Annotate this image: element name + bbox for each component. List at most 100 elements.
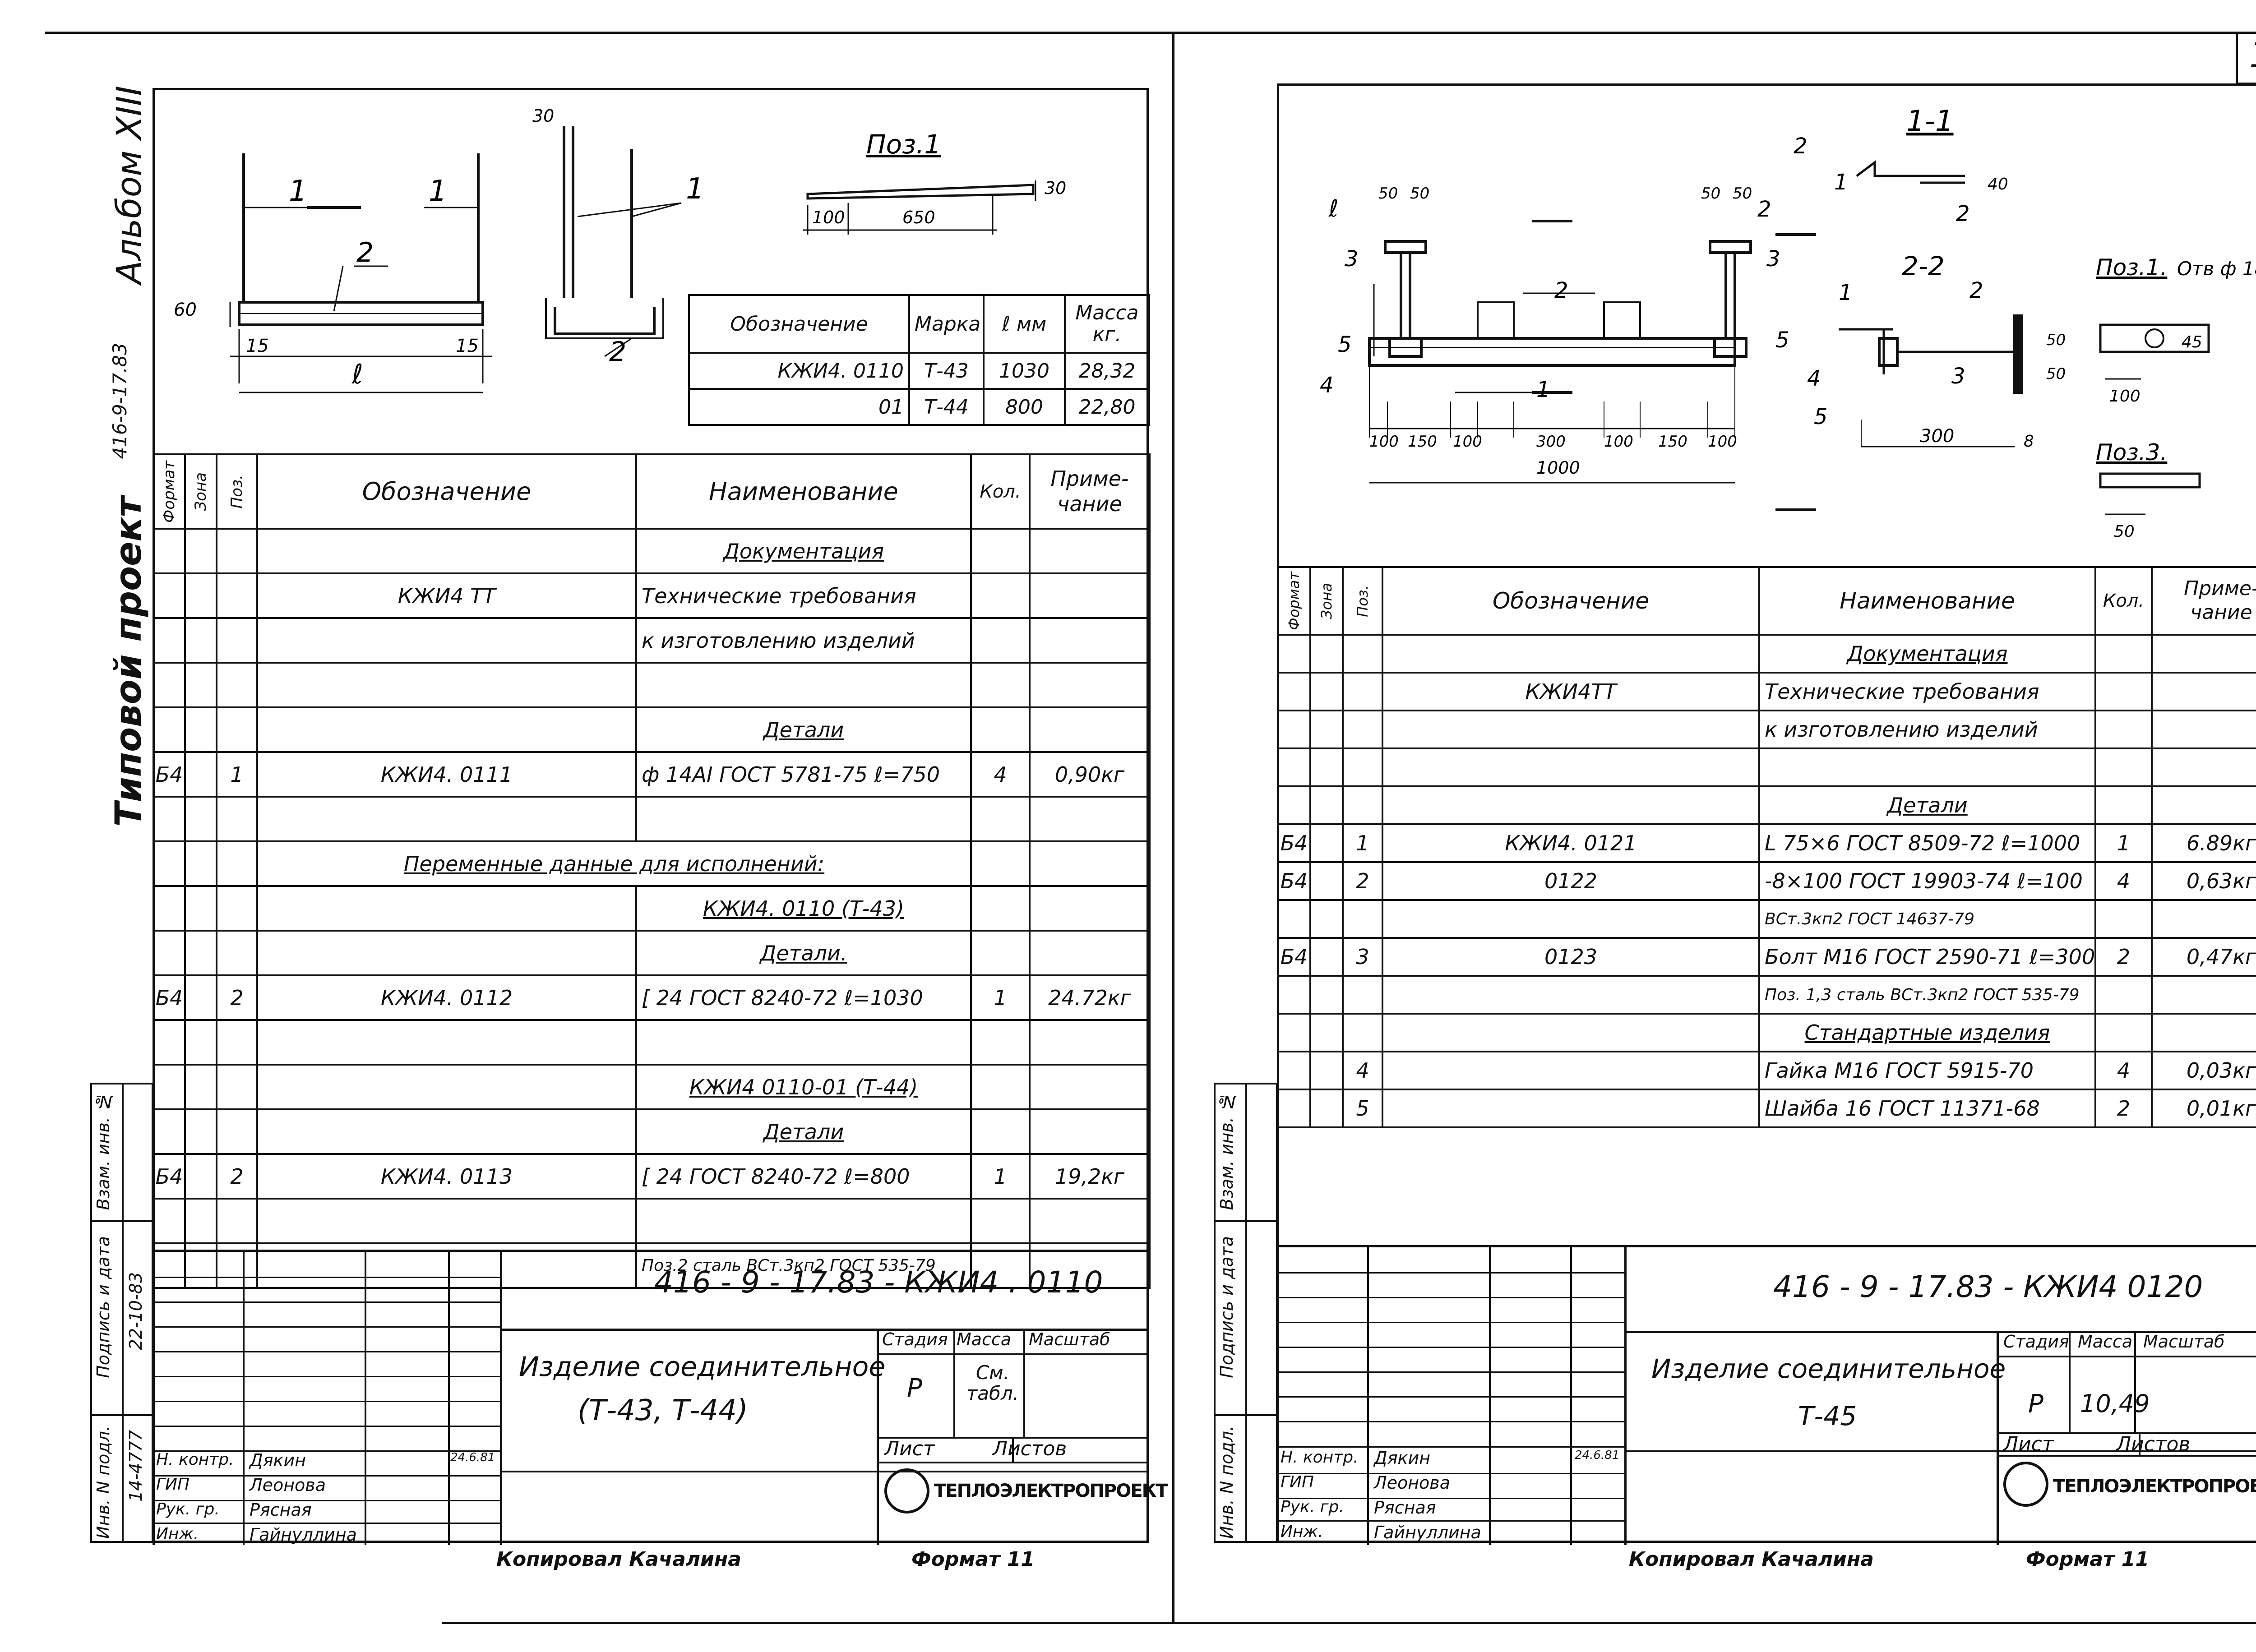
spec-cell-z — [1309, 937, 1344, 977]
spec-cell-f — [1277, 672, 1311, 711]
spec2-h-note: Приме-чание — [2151, 566, 2256, 636]
spec-cell-n: ф 14АI ГОСТ 5781-75 ℓ=750 — [635, 751, 972, 798]
spec-cell-q — [970, 1198, 1031, 1244]
spec-row: Детали — [153, 706, 1151, 753]
spec-cell-f — [1277, 785, 1311, 825]
stamp2-vzam-inv: Взам. инв. № — [1217, 1092, 1237, 1210]
spec-row — [153, 1019, 1151, 1066]
dim-45: 45 — [2182, 333, 2202, 351]
spec-cell-p: 2 — [216, 1153, 258, 1200]
sheet2-drawing: 1-1 2-2 Поз.1. Поз.3. Отв ф 18 45 100 50… — [1320, 105, 2256, 541]
spec-cell-m: 0,47кг — [2151, 937, 2256, 977]
spec-cell-p — [216, 1019, 258, 1066]
spec-cell-m — [2151, 748, 2256, 787]
spec-cell-q — [970, 572, 1031, 619]
signer-role: Инж. — [1281, 1523, 1323, 1541]
spec-cell-n: ВСт.3кп2 ГОСТ 14637-79 — [1758, 899, 2096, 939]
spec-row: КЖИ4. 0110 (Т-43) — [153, 885, 1151, 932]
spec-cell-f — [1277, 710, 1311, 749]
lbl-2b: 2 — [1757, 197, 1771, 222]
spec-cell-z — [1309, 1013, 1344, 1052]
spec-cell-n: Технические требования — [1758, 672, 2096, 711]
sheet1-name-2: (Т-43, Т-44) — [578, 1394, 748, 1427]
lbl-3b: 3 — [1766, 246, 1780, 272]
spec-cell-f — [153, 706, 186, 753]
sheet1-code: 416 - 9 - 17.83 - КЖИ4 . 0110 — [654, 1265, 1103, 1300]
marks-cell: 22,80 — [1064, 388, 1150, 426]
lbl-l: ℓ — [1328, 195, 1338, 222]
spec-cell-z — [184, 528, 217, 574]
spec-cell-z — [184, 840, 217, 887]
spec-cell-z — [1309, 710, 1344, 749]
sheet1-copied: Копировал Качалина — [496, 1548, 741, 1571]
lbl-2c: 2 — [1956, 201, 1970, 226]
spec-cell-z — [184, 1019, 217, 1066]
signer-date: 24.6.81 — [450, 1451, 495, 1464]
pos1-dim-100: 100 — [812, 208, 845, 227]
spec-cell-q — [970, 840, 1031, 887]
spec-cell-d — [1382, 785, 1760, 825]
side-project: Типовой проект — [107, 496, 149, 827]
spec-cell-p — [1342, 710, 1383, 749]
spec-cell-m — [1029, 885, 1151, 932]
spec-cell-q — [2094, 785, 2153, 825]
sheet2-name-1: Изделие соединительное — [1651, 1353, 2006, 1384]
spec-cell-f — [1277, 1013, 1311, 1052]
spec-cell-m — [1029, 706, 1151, 753]
sheet1-stage: Р — [907, 1374, 922, 1403]
spec-cell-f — [153, 1198, 186, 1244]
dim-seg: 100 — [1453, 433, 1482, 451]
spec-cell-z — [184, 706, 217, 753]
spec-cell-q — [970, 885, 1031, 932]
sheet1-h-stage: Стадия — [882, 1329, 948, 1349]
spec-cell-q: 4 — [2094, 861, 2153, 901]
spec-cell-f — [153, 662, 186, 708]
spec-cell-f — [153, 885, 186, 932]
spec-cell-f — [153, 930, 186, 976]
marks-cell: КЖИ4. 0110 — [688, 352, 910, 390]
dim-seg: 100 — [1708, 433, 1737, 451]
spec-cell-z — [184, 1198, 217, 1244]
dim-300b: 300 — [1920, 426, 1954, 447]
spec-cell-q — [970, 706, 1031, 753]
spec-cell-d — [1382, 899, 1760, 939]
spec-cell-p: 2 — [1342, 861, 1383, 901]
spec-cell-n — [635, 1198, 972, 1244]
spec-cell-d — [256, 930, 637, 976]
spec-row: Документация — [1277, 634, 2256, 674]
spec-cell-n: Стандартные изделия — [1758, 1013, 2096, 1052]
sheet2-stage: Р — [2028, 1389, 2043, 1419]
spec-cell-m: 6.89кг — [2151, 823, 2256, 863]
spec-cell-m: 0,63кг — [2151, 861, 2256, 901]
spec-cell-p: 1 — [216, 751, 258, 798]
spec-cell-n: Документация — [635, 528, 972, 574]
spec2-h-design: Обозначение — [1382, 566, 1760, 636]
stamp-date-value: 22-10-83 — [126, 1272, 146, 1350]
page-top-border — [45, 32, 2256, 34]
lbl-1c: 1 — [1839, 280, 1853, 305]
sheet2-title-block — [1277, 1245, 2256, 1545]
spec-cell-q: 1 — [2094, 823, 2153, 863]
signer-role: ГИП — [1281, 1473, 1314, 1491]
spec-cell-d: КЖИ4 ТТ — [256, 572, 637, 619]
spec-row — [153, 1198, 1151, 1244]
sheet1-h-sheets: Листов — [993, 1437, 1067, 1460]
spec-cell-f: Б4 — [1277, 937, 1311, 977]
spec-cell-d — [1382, 710, 1760, 749]
spec-cell-p — [216, 572, 258, 619]
spec-cell-n: КЖИ4. 0110 (Т-43) — [635, 885, 972, 932]
spec-cell-n: Детали — [635, 1108, 972, 1155]
lbl-3a: 3 — [1345, 246, 1359, 272]
sheet2-h-stage: Стадия — [2003, 1332, 2069, 1352]
spec-cell-m — [1029, 1064, 1151, 1110]
spec-cell-n: -8×100 ГОСТ 19903-74 ℓ=100 — [1758, 861, 2096, 901]
marks-cell: Т-44 — [908, 388, 985, 426]
spec-cell-d — [1382, 634, 1760, 674]
stamp2-podpis-data: Подпись и дата — [1217, 1236, 1237, 1378]
spec-row — [153, 662, 1151, 708]
dim-seg: 100 — [1604, 433, 1633, 451]
sheet2-name-2: Т-45 — [1798, 1401, 1857, 1431]
